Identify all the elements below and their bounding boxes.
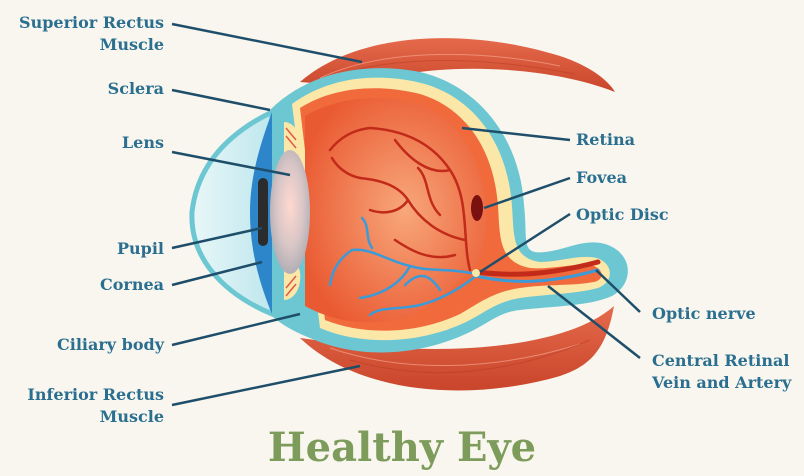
- label-lens: Lens: [122, 132, 164, 154]
- optic-disc: [472, 269, 480, 277]
- label-central-retinal: Central Retinal Vein and Artery: [652, 350, 791, 394]
- label-ciliary-body: Ciliary body: [57, 334, 164, 356]
- label-pupil: Pupil: [117, 238, 164, 260]
- label-inferior-rectus: Inferior Rectus Muscle: [27, 384, 164, 428]
- fovea: [471, 195, 483, 221]
- label-optic-nerve: Optic nerve: [652, 303, 756, 325]
- pupil: [258, 178, 268, 246]
- label-sclera: Sclera: [108, 78, 164, 100]
- label-superior-rectus: Superior Rectus Muscle: [19, 12, 164, 56]
- label-retina: Retina: [576, 129, 635, 151]
- lens: [270, 150, 310, 274]
- label-fovea: Fovea: [576, 167, 627, 189]
- diagram-title: Healthy Eye: [0, 424, 804, 472]
- label-cornea: Cornea: [100, 274, 164, 296]
- label-optic-disc: Optic Disc: [576, 204, 669, 226]
